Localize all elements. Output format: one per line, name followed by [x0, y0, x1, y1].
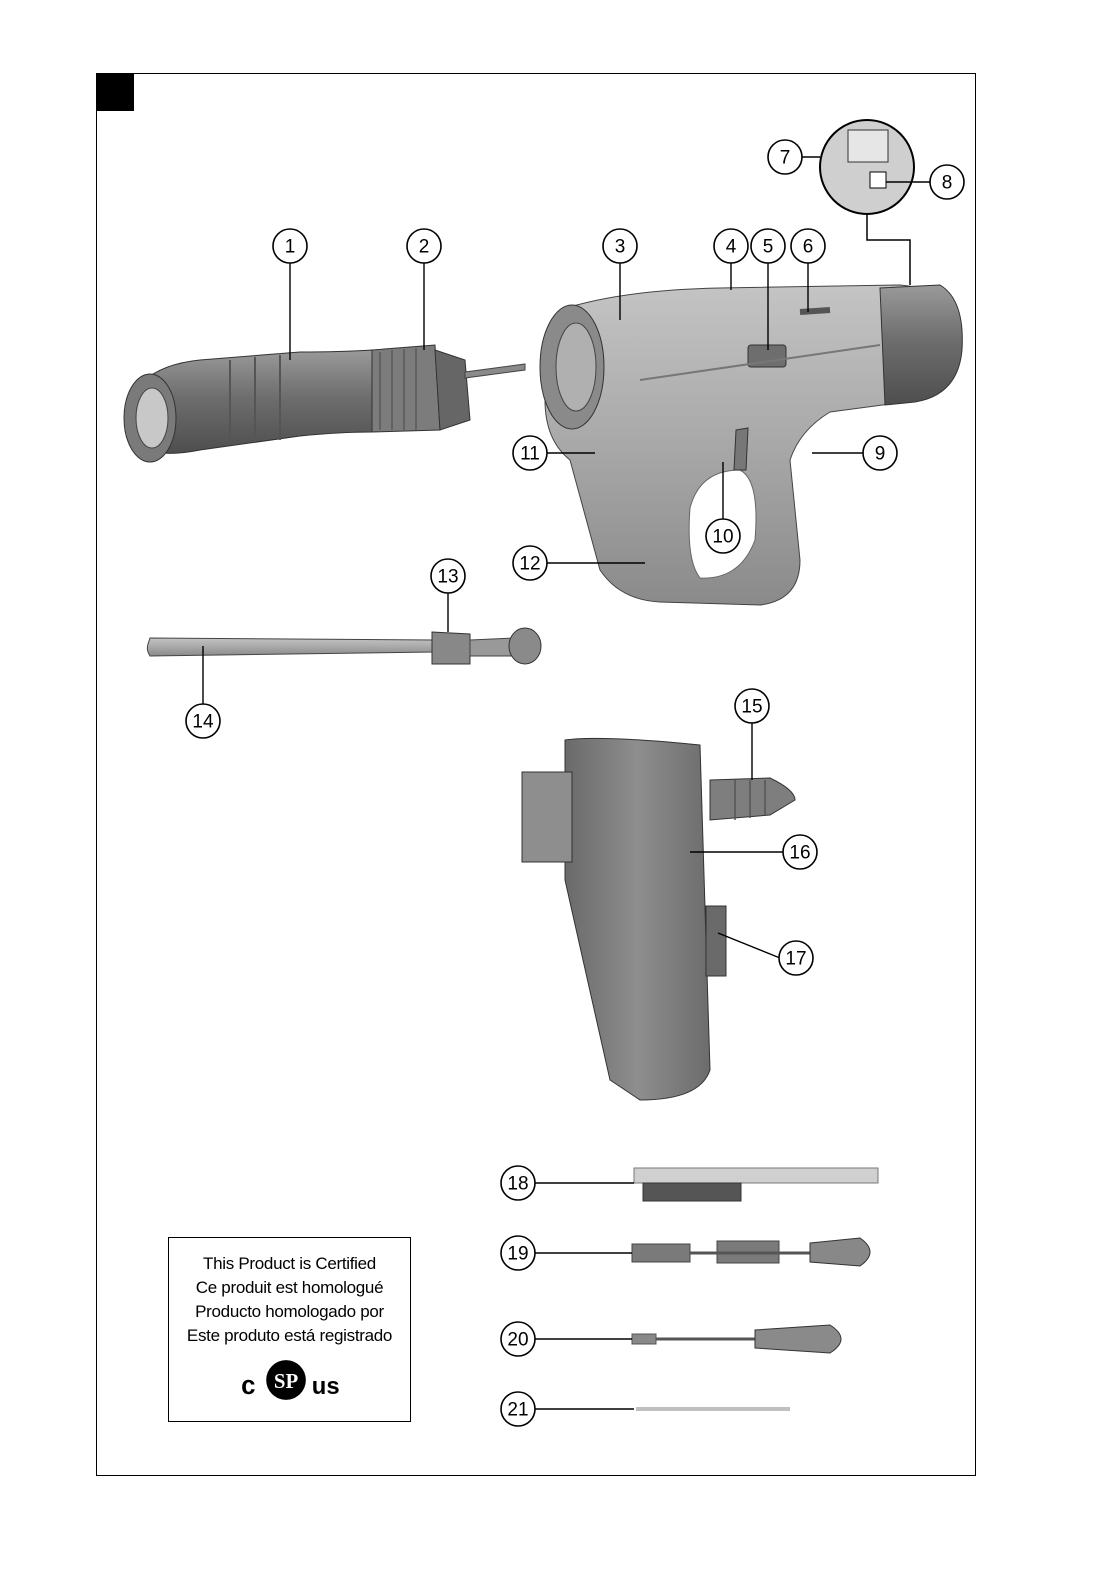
callout-2: 2	[419, 237, 430, 258]
callout-20: 20	[507, 1330, 528, 1351]
display-zoom	[820, 120, 914, 285]
cert-line-pt: Este produto está registrado	[169, 1324, 410, 1348]
callout-8: 8	[942, 173, 953, 194]
callout-7: 7	[780, 148, 791, 169]
piston-guide-part	[124, 345, 525, 462]
callout-10: 10	[712, 527, 733, 548]
brush-flat-part	[634, 1168, 878, 1201]
csa-mark-us: us	[312, 1373, 340, 1400]
callout-9: 9	[875, 444, 886, 465]
callout-14: 14	[192, 712, 214, 733]
cert-line-en: This Product is Certified	[169, 1252, 410, 1276]
callout-13: 13	[437, 567, 458, 588]
callout-19: 19	[507, 1244, 528, 1265]
brush-large-part	[632, 1238, 870, 1266]
callout-18: 18	[507, 1174, 528, 1195]
callout-12: 12	[519, 554, 540, 575]
tool-body-part	[540, 285, 962, 605]
callout-15: 15	[741, 697, 762, 718]
callout-1: 1	[285, 237, 296, 258]
cert-line-es: Producto homologado por	[169, 1300, 410, 1324]
callout-6: 6	[803, 237, 814, 258]
callout-3: 3	[615, 237, 626, 258]
piston-part	[147, 628, 541, 664]
magazine-part	[522, 738, 795, 1100]
csa-mark-c: c	[241, 1372, 255, 1400]
csa-logo-icon: c SP us	[169, 1356, 410, 1406]
cert-line-fr: Ce produit est homologué	[169, 1276, 410, 1300]
callout-4: 4	[726, 237, 737, 258]
callout-5: 5	[763, 237, 774, 258]
certification-box: This Product is Certified Ce produit est…	[168, 1237, 411, 1422]
brush-small-part	[632, 1325, 841, 1353]
callout-16: 16	[789, 843, 810, 864]
callout-11: 11	[520, 444, 540, 465]
callout-17: 17	[785, 949, 806, 970]
callout-21: 21	[507, 1400, 528, 1421]
csa-mark-logo: SP	[274, 1369, 299, 1393]
